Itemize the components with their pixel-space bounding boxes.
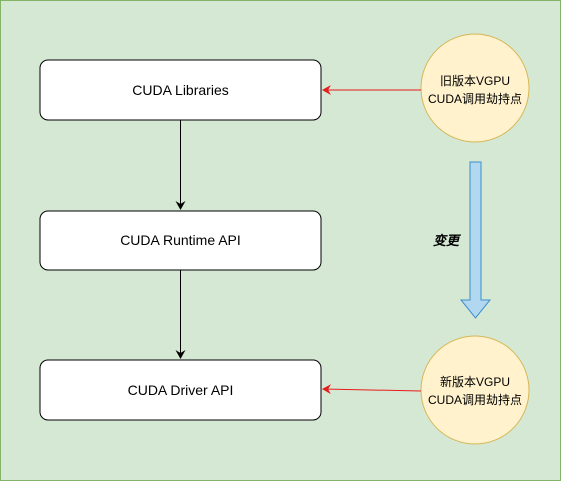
layer-box-driver: CUDA Driver API: [39, 359, 322, 421]
arrow-new-hook-to-driver: [322, 384, 422, 395]
change-label: 变更: [433, 233, 462, 248]
layer-label-libraries: CUDA Libraries: [132, 82, 228, 98]
new-hook-circle: 新版本VGPU CUDA调用劫持点: [420, 335, 530, 445]
layer-label-runtime: CUDA Runtime API: [120, 232, 241, 248]
old-hook-label-line1: 旧版本VGPU: [440, 74, 510, 88]
new-hook-label-line2: CUDA调用劫持点: [428, 392, 522, 407]
layer-box-libraries: CUDA Libraries: [39, 59, 322, 121]
layer-box-runtime: CUDA Runtime API: [39, 210, 322, 271]
new-hook-label-line1: 新版本VGPU: [440, 374, 510, 389]
old-hook-label-line2: CUDA调用劫持点: [428, 91, 522, 106]
old-hook-circle: 旧版本VGPU CUDA调用劫持点: [420, 33, 530, 143]
change-down-arrow: [459, 161, 492, 319]
layer-label-driver: CUDA Driver API: [128, 382, 234, 398]
